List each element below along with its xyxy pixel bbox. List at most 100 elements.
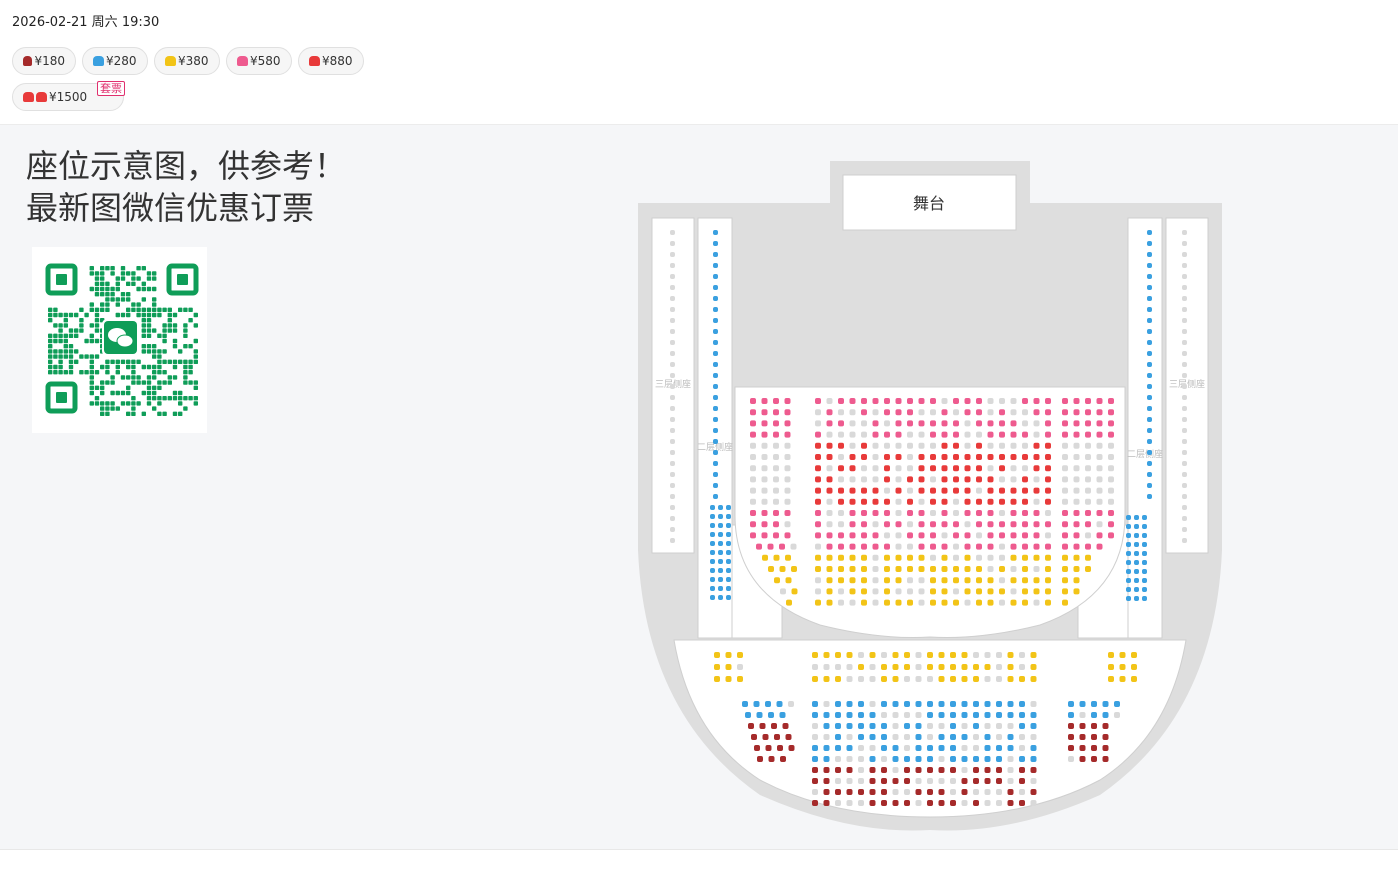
seat[interactable] xyxy=(1022,521,1028,528)
seat[interactable] xyxy=(915,676,922,682)
seat[interactable] xyxy=(1068,745,1074,751)
seat[interactable] xyxy=(1147,340,1152,345)
seat[interactable] xyxy=(670,307,675,312)
seat[interactable] xyxy=(930,409,936,416)
seat[interactable] xyxy=(1108,510,1114,516)
seat[interactable] xyxy=(892,723,899,729)
seat[interactable] xyxy=(1102,723,1109,729)
seat[interactable] xyxy=(950,778,956,784)
seat[interactable] xyxy=(1033,588,1040,595)
seat[interactable] xyxy=(918,543,925,550)
seat[interactable] xyxy=(670,483,675,488)
seat[interactable] xyxy=(895,398,902,404)
seat[interactable] xyxy=(670,340,675,345)
seat[interactable] xyxy=(1062,554,1068,561)
seat[interactable] xyxy=(1073,521,1080,528)
seat[interactable] xyxy=(1033,454,1040,460)
seat[interactable] xyxy=(718,541,723,546)
seat[interactable] xyxy=(788,745,795,751)
seat[interactable] xyxy=(918,532,925,539)
seat[interactable] xyxy=(941,510,948,516)
price-filter-180[interactable]: ¥180 xyxy=(12,47,76,75)
seat[interactable] xyxy=(984,778,991,784)
seat[interactable] xyxy=(1010,588,1017,595)
seat[interactable] xyxy=(861,498,867,505)
seat[interactable] xyxy=(996,734,1002,740)
seat[interactable] xyxy=(884,510,890,516)
seat[interactable] xyxy=(1010,420,1017,427)
seat[interactable] xyxy=(1033,487,1040,494)
seat[interactable] xyxy=(1010,543,1017,550)
seat[interactable] xyxy=(895,454,902,460)
seat[interactable] xyxy=(812,734,818,740)
seat[interactable] xyxy=(964,420,971,427)
seat[interactable] xyxy=(1019,767,1025,773)
seat[interactable] xyxy=(773,498,779,505)
seat[interactable] xyxy=(1010,409,1017,416)
seat[interactable] xyxy=(1007,712,1014,718)
seat[interactable] xyxy=(1019,789,1025,795)
seat[interactable] xyxy=(713,230,718,235)
seat[interactable] xyxy=(1062,398,1068,404)
seat[interactable] xyxy=(1182,494,1187,499)
seat[interactable] xyxy=(918,588,925,595)
seat[interactable] xyxy=(838,398,844,404)
seat[interactable] xyxy=(976,521,982,528)
seat[interactable] xyxy=(849,487,856,494)
seat[interactable] xyxy=(713,285,718,290)
seat[interactable] xyxy=(1045,409,1051,416)
seat[interactable] xyxy=(670,450,675,455)
seat[interactable] xyxy=(838,431,844,438)
seat[interactable] xyxy=(872,398,879,404)
seat[interactable] xyxy=(1007,767,1014,773)
seat[interactable] xyxy=(930,431,936,438)
seat[interactable] xyxy=(1062,442,1068,449)
seat[interactable] xyxy=(892,712,899,718)
seat[interactable] xyxy=(858,676,864,682)
seat[interactable] xyxy=(895,543,902,550)
seat[interactable] xyxy=(987,398,994,404)
seat[interactable] xyxy=(1019,676,1025,682)
seat[interactable] xyxy=(976,431,982,438)
seat[interactable] xyxy=(768,712,774,718)
seat[interactable] xyxy=(1079,701,1086,707)
seat[interactable] xyxy=(938,723,945,729)
seat[interactable] xyxy=(872,554,879,561)
seat[interactable] xyxy=(938,701,945,707)
seat[interactable] xyxy=(861,543,867,550)
seat[interactable] xyxy=(999,442,1005,449)
seat[interactable] xyxy=(835,734,841,740)
seat[interactable] xyxy=(1182,384,1187,389)
seat[interactable] xyxy=(927,756,933,762)
seat[interactable] xyxy=(976,577,982,584)
seat[interactable] xyxy=(1147,439,1152,444)
seat[interactable] xyxy=(1182,472,1187,477)
seat[interactable] xyxy=(718,505,723,510)
seat[interactable] xyxy=(670,461,675,466)
seat[interactable] xyxy=(750,498,756,505)
seat[interactable] xyxy=(713,483,718,488)
seat[interactable] xyxy=(869,664,876,670)
seat[interactable] xyxy=(953,510,959,516)
seat[interactable] xyxy=(1010,532,1017,539)
seat[interactable] xyxy=(996,652,1002,658)
seat[interactable] xyxy=(953,420,959,427)
price-filter-1500[interactable]: ¥1500 套票 xyxy=(12,81,125,111)
seat[interactable] xyxy=(670,439,675,444)
seat[interactable] xyxy=(670,241,675,246)
seat[interactable] xyxy=(1033,409,1040,416)
seat[interactable] xyxy=(918,465,925,472)
seat[interactable] xyxy=(976,510,982,516)
price-filter-580[interactable]: ¥580 xyxy=(226,47,292,75)
seat[interactable] xyxy=(964,454,971,460)
price-filter-880[interactable]: ¥880 xyxy=(298,47,364,75)
seat[interactable] xyxy=(1033,566,1040,572)
seat[interactable] xyxy=(927,723,933,729)
seat[interactable] xyxy=(861,577,867,584)
seat[interactable] xyxy=(1073,398,1080,404)
seat[interactable] xyxy=(1062,420,1068,427)
seat[interactable] xyxy=(726,505,731,510)
seat[interactable] xyxy=(849,566,856,572)
seat[interactable] xyxy=(930,599,936,606)
seat[interactable] xyxy=(812,723,818,729)
